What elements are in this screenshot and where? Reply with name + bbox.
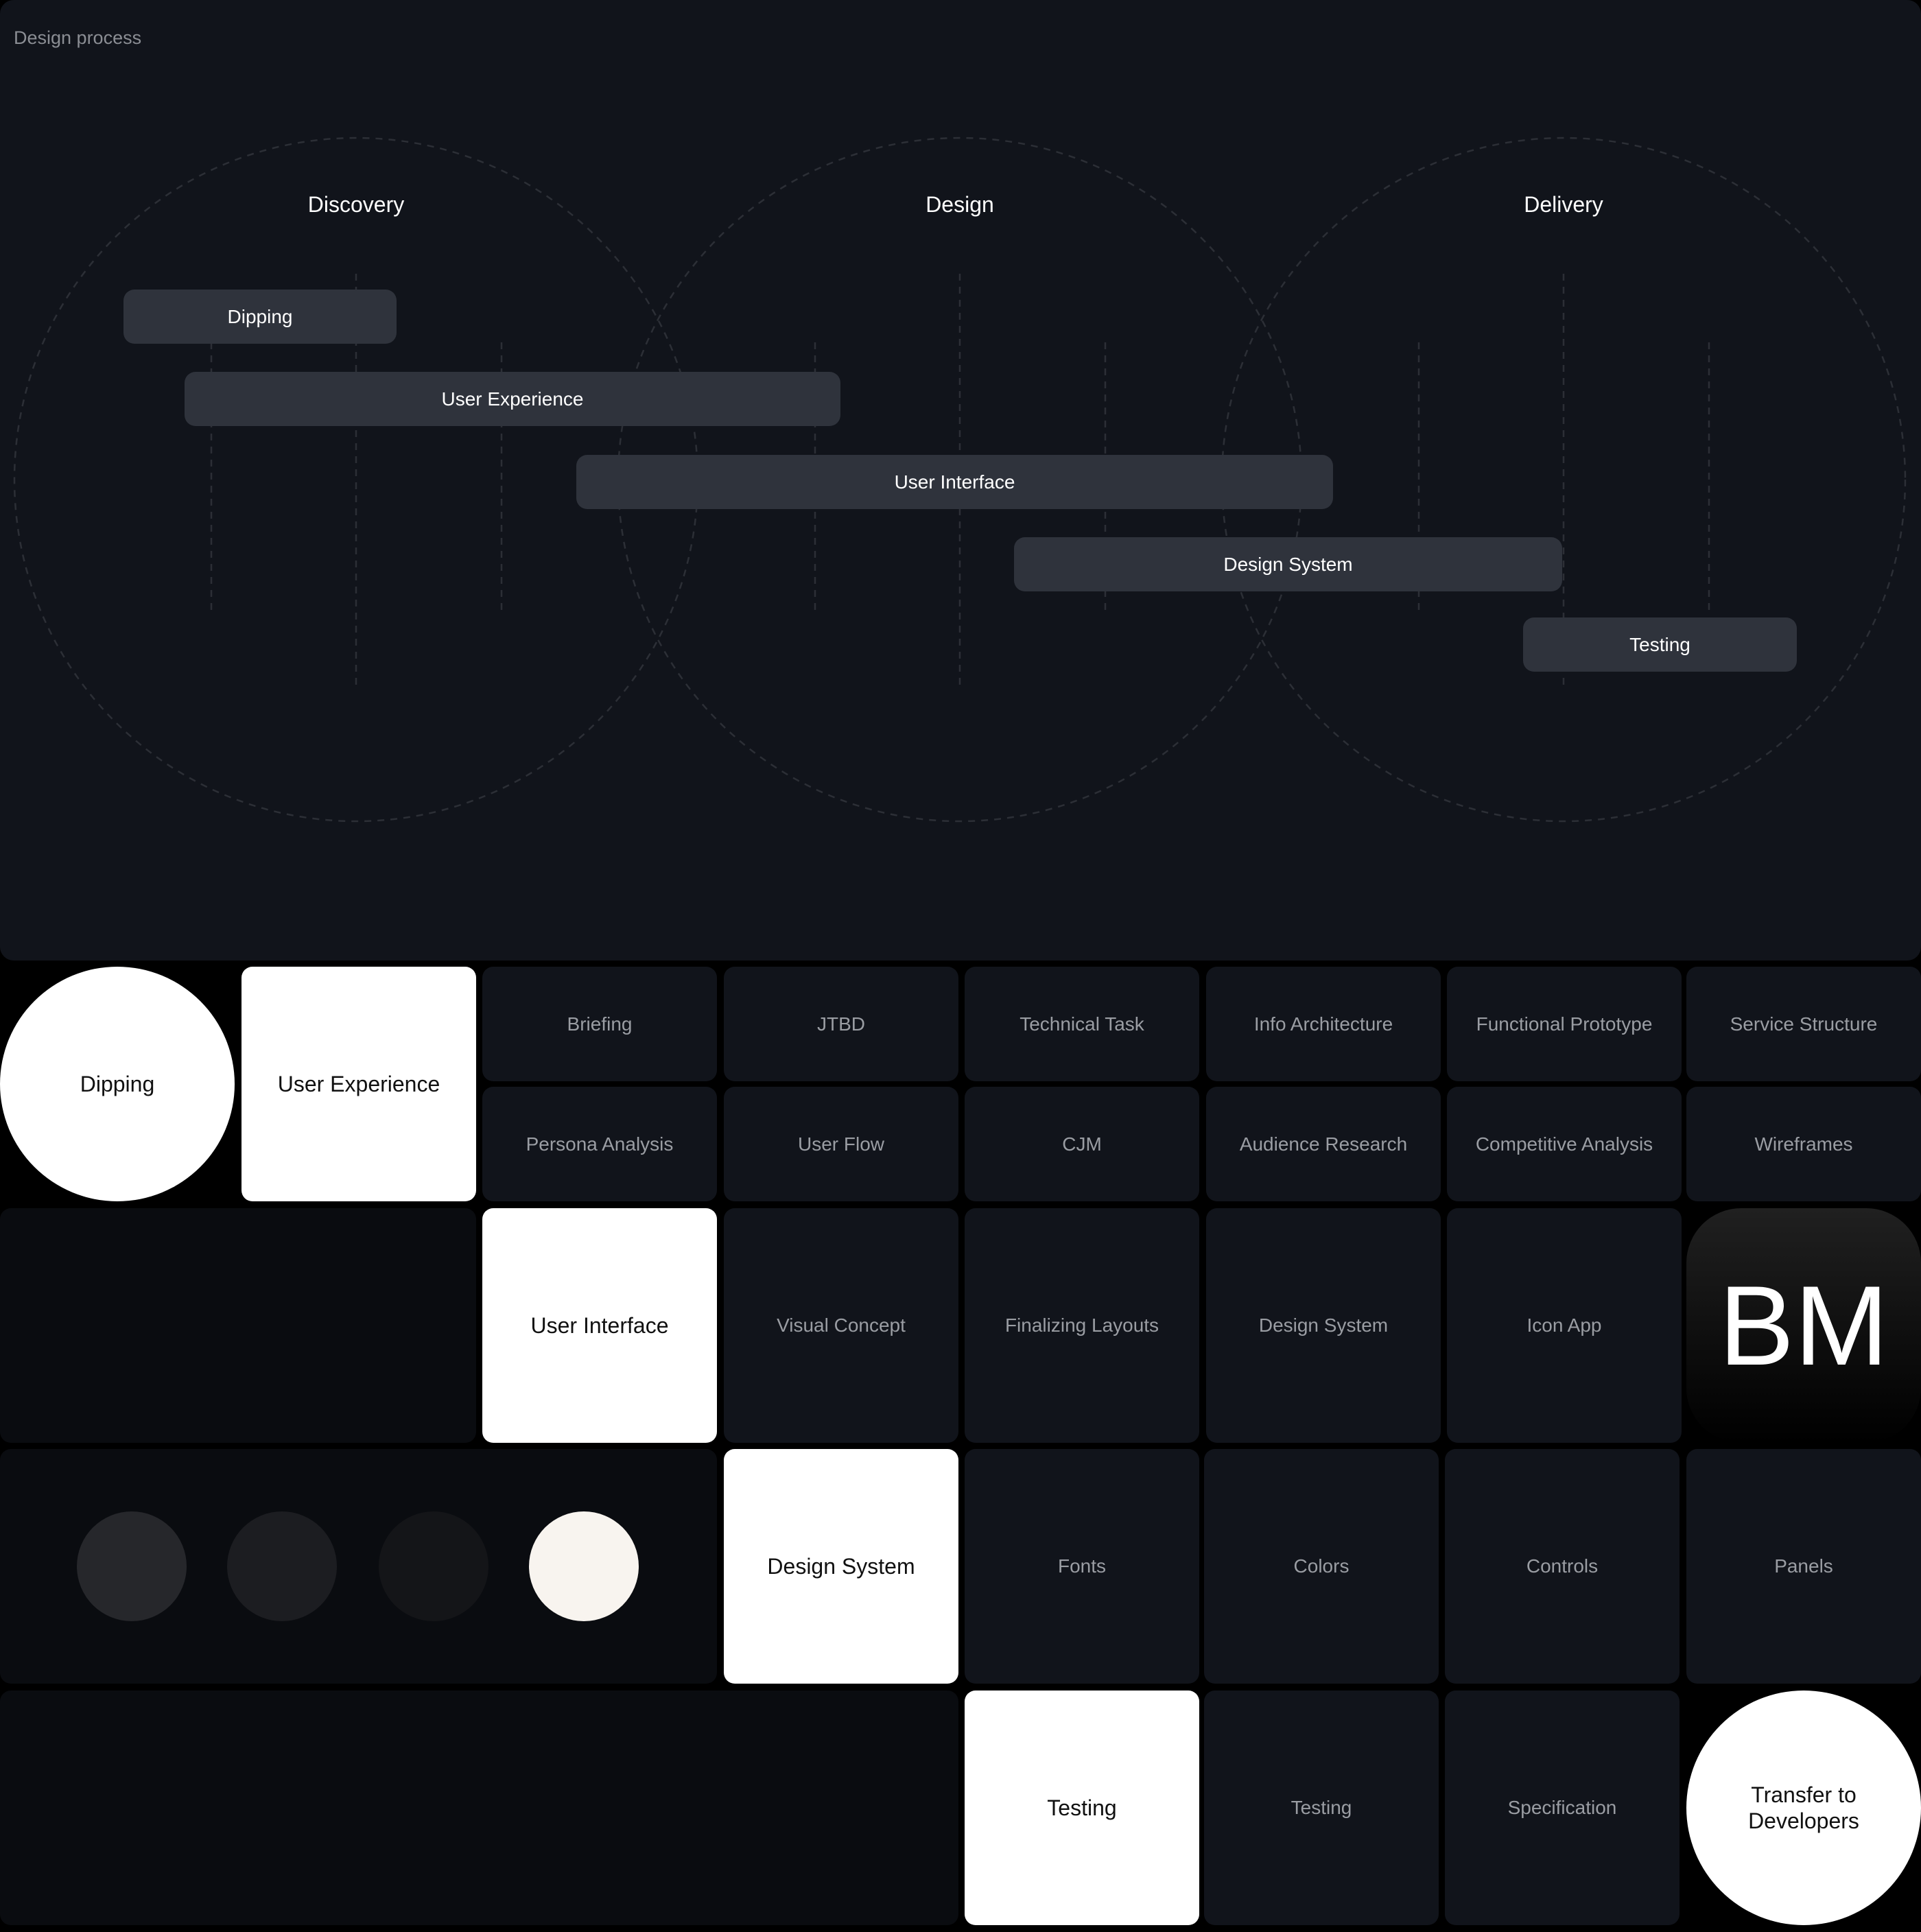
ds-item[interactable]: Panels [1686,1449,1921,1684]
empty-block [0,1690,958,1925]
panel-title: Design process [14,27,142,48]
ux-item[interactable]: Competitive Analysis [1447,1087,1682,1201]
ux-item[interactable]: Audience Research [1206,1087,1441,1201]
phase-discovery: Discovery [307,192,405,217]
ds-item[interactable]: Controls [1445,1449,1680,1684]
ux-item[interactable]: Wireframes [1686,1087,1921,1201]
ui-item[interactable]: Icon App [1447,1208,1682,1443]
ui-item[interactable]: Visual Concept [724,1208,958,1443]
ux-item[interactable]: Service Structure [1686,967,1921,1081]
bm-logo: BM [1686,1208,1921,1443]
ui-item[interactable]: Finalizing Layouts [965,1208,1199,1443]
color-swatch [77,1511,187,1621]
bar-testing[interactable]: Testing [1523,617,1797,672]
phase-design: Design [926,192,994,217]
testing-item[interactable]: Specification [1445,1690,1680,1925]
user-interface-card[interactable]: User Interface [482,1208,717,1443]
design-system-card[interactable]: Design System [724,1449,958,1684]
ux-item[interactable]: Info Architecture [1206,967,1441,1081]
design-process-panel: Design process Discovery Design Delivery… [0,0,1921,961]
transfer-circle[interactable]: Transfer to Developers [1686,1690,1921,1925]
color-swatch [379,1511,488,1621]
ds-item[interactable]: Fonts [965,1449,1199,1684]
dipping-circle[interactable]: Dipping [0,967,235,1201]
ui-item[interactable]: Design System [1206,1208,1441,1443]
ux-item[interactable]: Technical Task [965,967,1199,1081]
ds-item[interactable]: Colors [1204,1449,1439,1684]
ux-item[interactable]: User Flow [724,1087,958,1201]
bar-user-experience[interactable]: User Experience [185,372,840,426]
ux-item[interactable]: Persona Analysis [482,1087,717,1201]
ux-item[interactable]: CJM [965,1087,1199,1201]
ux-item[interactable]: Briefing [482,967,717,1081]
swatch-block [0,1449,717,1684]
testing-item[interactable]: Testing [1204,1690,1439,1925]
bar-user-interface[interactable]: User Interface [576,455,1333,509]
testing-card[interactable]: Testing [965,1690,1199,1925]
ux-item[interactable]: Functional Prototype [1447,967,1682,1081]
color-swatch [529,1511,639,1621]
empty-block [0,1208,476,1443]
bar-design-system[interactable]: Design System [1014,537,1562,591]
bar-dipping[interactable]: Dipping [123,290,397,344]
user-experience-card[interactable]: User Experience [241,967,476,1201]
color-swatch [227,1511,337,1621]
ux-item[interactable]: JTBD [724,967,958,1081]
phase-delivery: Delivery [1524,192,1603,217]
